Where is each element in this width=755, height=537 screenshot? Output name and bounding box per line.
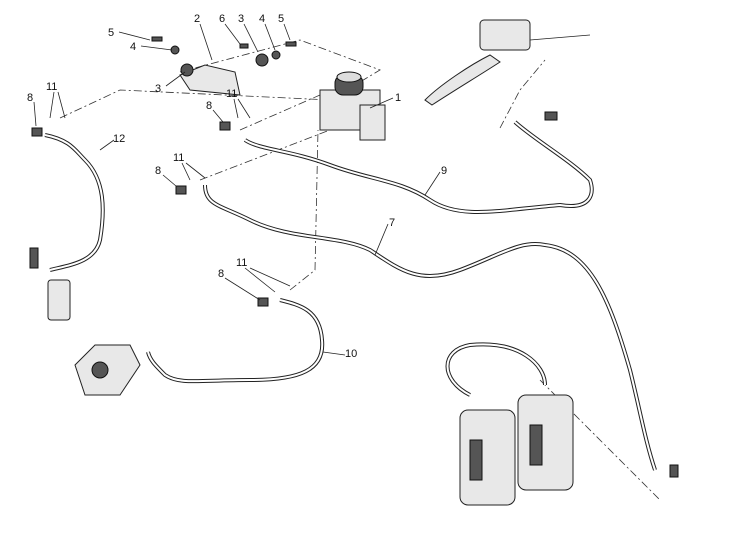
callout-8: 8 [218,268,224,280]
brake-hoses [44,120,657,471]
callout-1: 1 [395,92,401,104]
callout-5: 5 [108,27,114,39]
callout-2: 2 [194,13,200,25]
leader-lines [33,23,441,356]
callout-11: 11 [173,152,184,164]
front-master-cylinder [424,19,591,121]
callout-10: 10 [345,348,357,360]
callout-8: 8 [206,100,212,112]
callout-11: 11 [236,257,247,269]
abs-unit [319,71,386,141]
callout-9: 9 [441,165,447,177]
callout-labels: 2 6 3 4 5 5 4 3 1 8 11 12 8 11 8 11 9 7 … [27,13,447,360]
hose-9 [243,120,594,214]
front-calipers [459,394,574,506]
callout-12: 12 [113,133,125,145]
callout-3: 3 [155,83,161,95]
rear-master-cylinder [29,247,71,321]
mounting-bracket [151,36,297,96]
banjo-bolts [31,121,679,478]
hose-front-caliper [445,342,547,397]
callout-7: 7 [389,217,395,229]
callout-3: 3 [238,13,244,25]
callout-11: 11 [226,88,237,100]
callout-8: 8 [155,165,161,177]
callout-11: 11 [46,81,57,93]
rear-caliper [74,344,141,396]
callout-4: 4 [259,13,265,25]
callout-6: 6 [219,13,225,25]
assembly-dash-lines [59,39,661,501]
hose-10 [146,298,325,384]
callout-4: 4 [130,41,136,53]
hose-12 [44,133,105,272]
callout-5: 5 [278,13,284,25]
callout-8: 8 [27,92,33,104]
